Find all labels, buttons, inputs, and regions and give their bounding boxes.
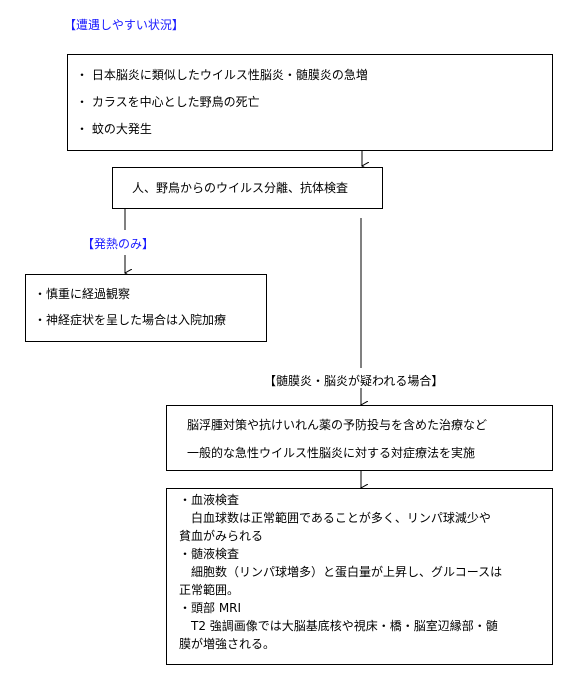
exam-line: 貧血がみられる <box>179 529 264 543</box>
exam-line: 細胞数（リンパ球増多）と蛋白量が上昇し、グルコースは <box>179 565 503 579</box>
situation-item: ・ カラスを中心とした野鳥の死亡 <box>76 95 260 109</box>
exam-line: 膜が増強される。 <box>179 637 276 651</box>
test-box-text: 人、野鳥からのウイルス分離、抗体検査 <box>132 181 349 195</box>
test-box: 人、野鳥からのウイルス分離、抗体検査 <box>112 167 383 209</box>
exam-line: ・頭部 MRI <box>179 601 242 615</box>
exam-line: 白血球数は正常範囲であることが多く、リンパ球減少や <box>179 511 491 525</box>
situations-heading: 【遭遇しやすい状況】 <box>64 18 184 32</box>
treatment-item: 脳浮腫対策や抗けいれん薬の予防投与を含めた治療など <box>187 418 488 432</box>
situations-box: ・ 日本脳炎に類似したウイルス性脳炎・髄膜炎の急増 ・ カラスを中心とした野鳥の… <box>67 54 553 151</box>
situation-item: ・ 日本脳炎に類似したウイルス性脳炎・髄膜炎の急増 <box>76 68 368 82</box>
fever-only-label: 【発熱のみ】 <box>82 237 155 251</box>
fever-item: ・神経症状を呈した場合は入院加療 <box>34 313 227 327</box>
exam-box: ・血液検査 白血球数は正常範囲であることが多く、リンパ球減少や 貧血がみられる … <box>166 488 553 665</box>
fever-item: ・慎重に経過観察 <box>34 287 131 301</box>
exam-line: T2 強調画像では大脳基底核や視床・橋・脳室辺縁部・髄 <box>179 619 498 633</box>
suspected-label: 【髄膜炎・脳炎が疑われる場合】 <box>264 374 444 388</box>
exam-line: 正常範囲。 <box>179 583 240 597</box>
situation-item: ・ 蚊の大発生 <box>76 122 152 136</box>
exam-line: ・髄液検査 <box>179 547 240 561</box>
fever-box: ・慎重に経過観察 ・神経症状を呈した場合は入院加療 <box>25 274 267 342</box>
exam-line: ・血液検査 <box>179 493 240 507</box>
treatment-box: 脳浮腫対策や抗けいれん薬の予防投与を含めた治療など 一般的な急性ウイルス性脳炎に… <box>166 405 553 471</box>
treatment-item: 一般的な急性ウイルス性脳炎に対する対症療法を実施 <box>187 446 476 460</box>
